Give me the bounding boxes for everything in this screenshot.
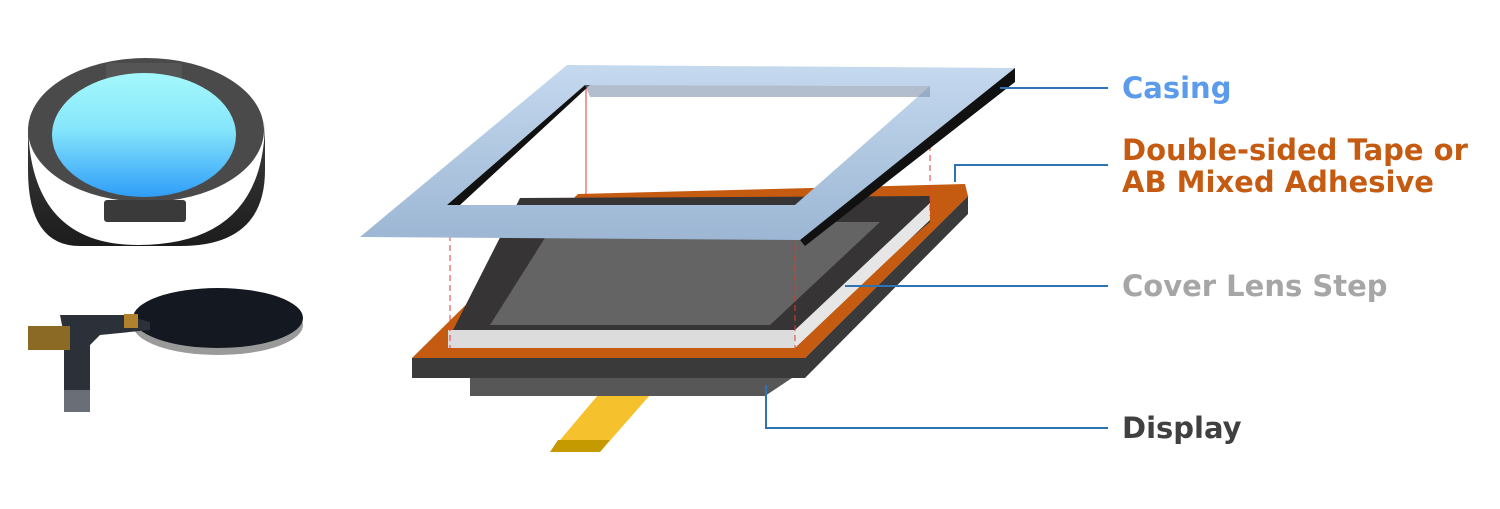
round-module-photo (28, 58, 265, 246)
label-casing: Casing (1122, 71, 1232, 105)
cover-lens-step (448, 330, 795, 348)
label-tape-line1: Double-sided Tape or (1122, 133, 1468, 167)
screen (490, 222, 880, 325)
label-display: Display (1122, 411, 1242, 445)
round-display-photo (28, 288, 303, 412)
display-layer (470, 376, 795, 396)
label-tape-line2: AB Mixed Adhesive (1122, 165, 1434, 199)
casing-frame (360, 65, 1015, 246)
fpc-tail (550, 395, 650, 452)
leader-lines (765, 87, 1108, 429)
label-cover-lens-step: Cover Lens Step (1122, 269, 1388, 303)
